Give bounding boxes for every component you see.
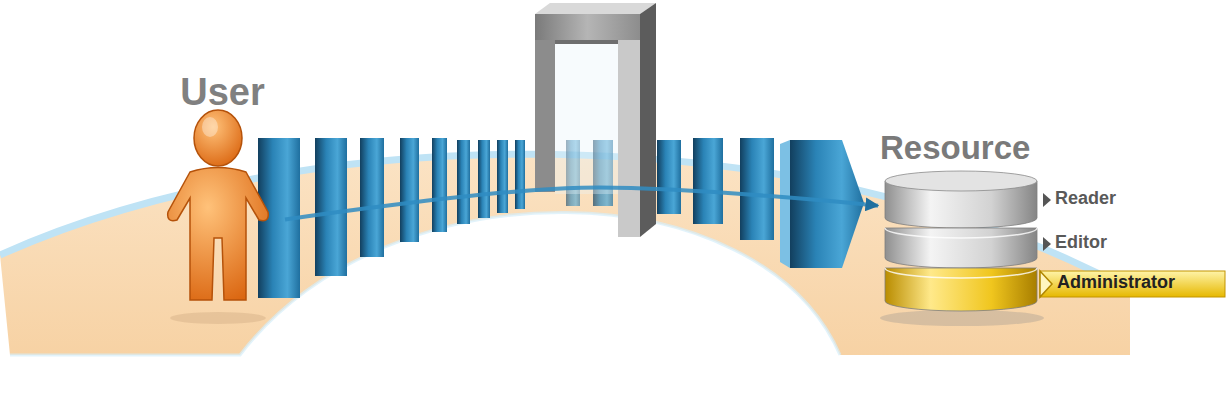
gate-top-face [535,3,656,14]
resource-database: ResourceReaderEditorAdministrator [878,128,1225,313]
gate-lintel [535,14,640,40]
security-gate [535,3,656,237]
role-tag [1040,271,1225,297]
gate-panel [515,140,525,209]
gate-panel [432,138,447,232]
access-path [285,188,878,220]
gate-panel [400,138,419,242]
node-label: Administrator [1057,273,1222,293]
node-label: User [160,72,285,114]
gate-panel [360,138,384,257]
bridge-arch [10,212,840,355]
gate-panel [693,138,723,224]
resource-shadow [880,310,1044,326]
role-layer: Reader [885,175,1225,222]
gate-panel [740,138,774,240]
label-pointer [1043,237,1051,251]
role-layer: Administrator [885,262,1225,305]
cylinder-top [885,171,1037,191]
label-pointer [1043,193,1051,207]
gate-pillar [618,40,640,237]
node-label: Editor [1055,233,1220,253]
layer-seam [885,268,1037,278]
role-layer: Editor [885,222,1225,262]
layer-seam [885,228,1037,238]
cylinder-layer [885,228,1037,268]
tag-pointer [1040,271,1052,297]
gate-glass [555,44,618,194]
gate-panel [457,140,470,224]
user-shadow [170,312,266,324]
arrow-panel [790,140,864,268]
gate-panel [657,140,681,214]
node-label: Resource [880,130,1080,166]
gate-shade [555,40,618,44]
person-body [168,168,269,301]
gate-pillar [535,40,555,192]
node-label: Reader [1055,189,1220,209]
person-head [194,110,242,166]
gate-panel [497,140,508,213]
arrow-panel-side [780,140,790,268]
gate-panel [478,140,490,218]
head-highlight [202,117,218,137]
gate-side [640,3,656,237]
cylinder-layer [885,268,1037,311]
gate-panel [315,138,347,276]
user-actor: User [160,72,285,310]
